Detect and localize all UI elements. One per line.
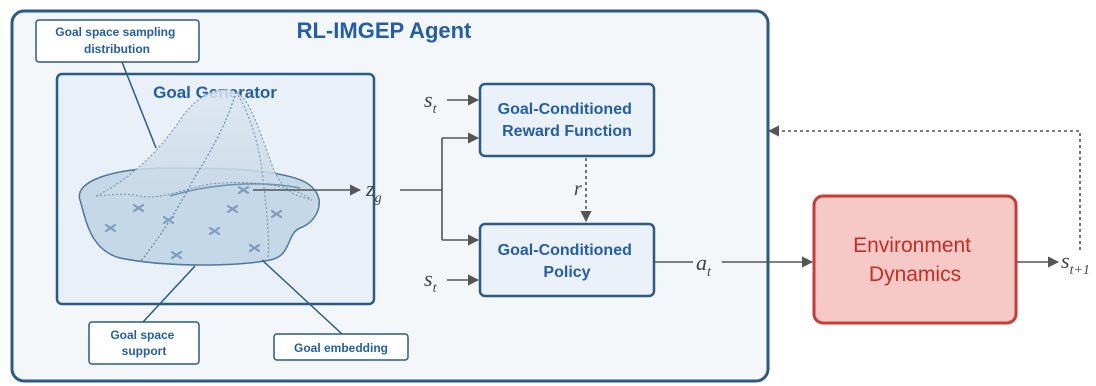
goal-sample-marker [132,203,145,213]
goal-sample-marker [270,209,283,219]
feedback-loop-arrow [767,125,1081,250]
embedding-callout-line [261,259,343,335]
goal-sampling-ridge [139,91,237,263]
goal-support-front-edge [169,183,301,197]
goal-sample-marker [104,223,117,233]
next-state-signal-label: st+1 [1061,248,1090,278]
goal-sample-marker [248,243,261,253]
goal-sample-marker [226,204,239,214]
reward-function-box [478,82,656,158]
action-signal-label: at [696,250,712,280]
reward-state-input-label: st [424,87,438,117]
goal-sample-marker [237,185,250,195]
support-callout-box [88,321,200,365]
support-callout-text: Goal space support [110,328,177,358]
goal-sample-marker [162,215,175,225]
agent-title: RL-IMGEP Agent [297,18,472,43]
reward-function-label: Goal-Conditioned Reward Function [498,101,637,140]
reward-signal-label: r [574,178,582,200]
goal-signal-label: zg [365,176,382,206]
support-callout-line [142,265,196,323]
policy-label: Goal-Conditioned Policy [498,242,637,281]
embedding-callout-box [273,333,409,361]
sampling-callout-line [121,61,157,149]
sampling-callout-text: Goal space sampling distribution [55,25,178,56]
goal-sample-marker [208,226,221,236]
policy-state-input-label: st [424,266,438,296]
goal-samples [104,185,283,260]
goal-sampling-ridge-right [235,91,270,259]
environment-dynamics-box [812,194,1018,325]
goal-sample-marker [170,250,183,260]
policy-box [478,222,656,298]
embedding-callout-text: Goal embedding [294,341,388,355]
sampling-callout-box [35,19,200,63]
environment-dynamics-label: Environment Dynamics [853,234,977,286]
goal-sampling-distribution-shape [95,89,313,201]
